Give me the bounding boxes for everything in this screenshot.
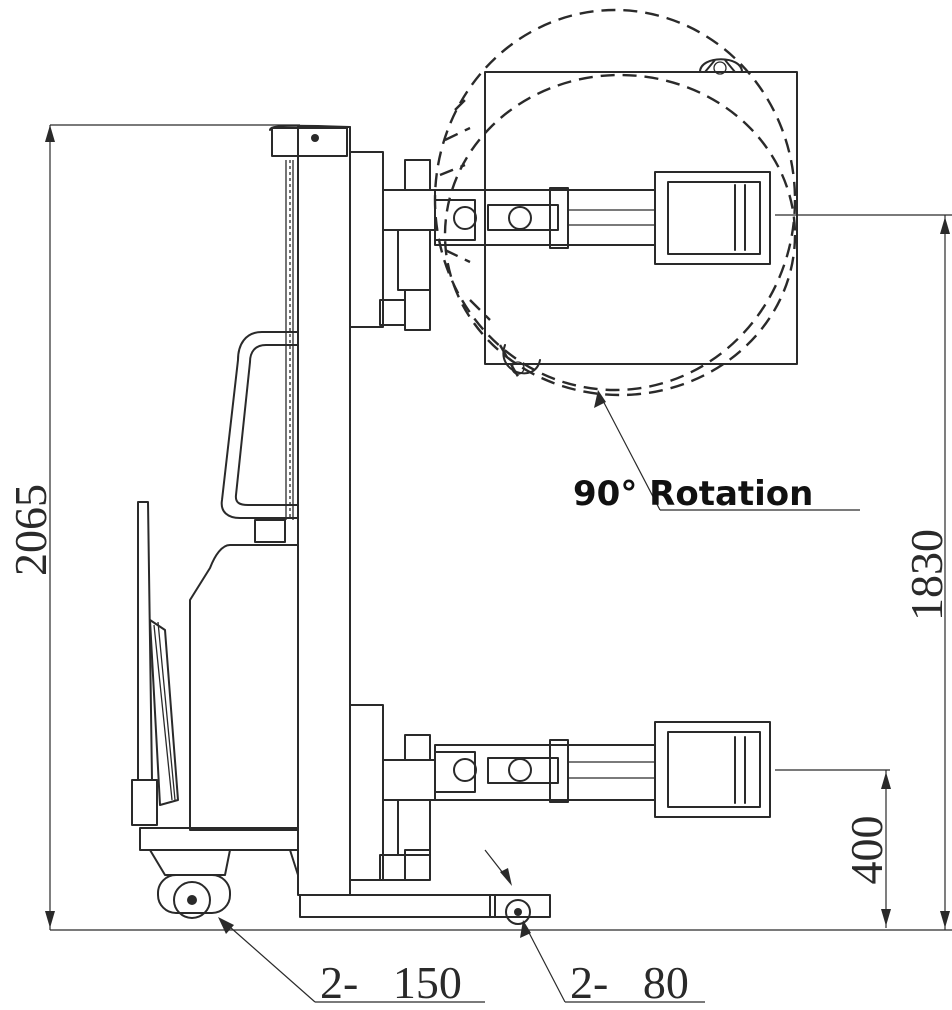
dimension-400 [775,769,891,928]
dimension-label-400: 400 [841,816,892,885]
leader-rear-wheel [218,917,485,1003]
push-handle [220,331,299,543]
upper-clamp-arm [434,171,771,265]
dimension-2065 [45,124,300,930]
leader-front-wheel [484,849,705,1003]
upper-carriage [349,151,436,331]
rotation-label: 90° Rotation [573,474,813,514]
mast [269,124,351,896]
leader-rotation [594,390,860,511]
rear-wheel [157,874,231,919]
lower-carriage [349,704,436,881]
dimension-label-2065: 2065 [5,484,56,576]
dimension-label-1830: 1830 [901,529,952,621]
drum-top-outline [484,71,798,365]
dimension-1830 [775,214,952,930]
tiller-arm [131,501,179,826]
rear-wheel-label: 2- 150 [320,957,462,1008]
drum-lifting-eye [699,58,743,73]
drum-bottom-eye [502,344,541,375]
battery-housing [189,544,299,831]
front-wheel [505,899,531,925]
front-wheel-label: 2- 80 [570,957,689,1008]
chassis [139,827,551,918]
lower-clamp-arm [434,721,771,818]
